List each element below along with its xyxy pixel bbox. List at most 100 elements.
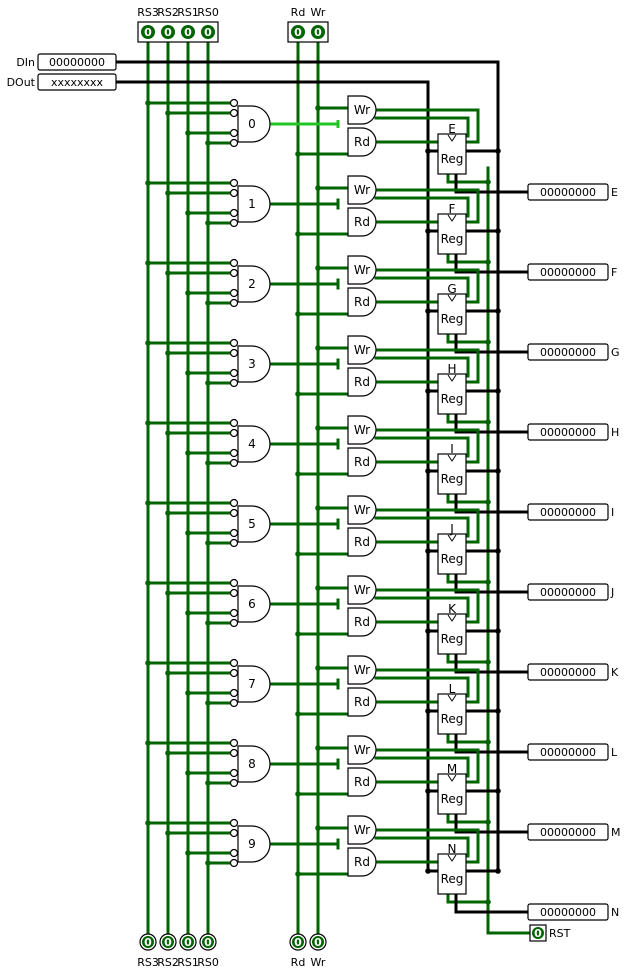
read-gate-label: Rd xyxy=(354,855,370,869)
write-gate-body xyxy=(347,335,377,365)
inverter-bubble xyxy=(229,668,239,678)
wr-feed xyxy=(374,756,470,778)
bottom-pin-rd[interactable]: 0 xyxy=(289,933,307,951)
decoder-gate-label: 0 xyxy=(248,117,256,131)
wire-junction xyxy=(165,670,171,676)
wire-junction xyxy=(185,850,191,856)
read-gate-body xyxy=(347,767,377,797)
top-pin-rs1[interactable]: 0 xyxy=(181,25,195,39)
decoder-gate-label: 8 xyxy=(248,757,256,771)
inverter-bubble xyxy=(229,528,239,538)
write-gate-label: Wr xyxy=(354,183,370,197)
inverter-bubble xyxy=(229,858,239,868)
inverter-bubble xyxy=(229,268,239,278)
register-reset-tap xyxy=(446,492,490,504)
output-pin-box xyxy=(527,743,609,761)
wire-junction xyxy=(145,740,151,746)
output-pin-label: L xyxy=(611,746,618,759)
top-pin-rs3[interactable]: 0 xyxy=(141,25,155,39)
write-enable xyxy=(374,508,480,544)
register-label: Reg xyxy=(441,232,464,246)
inverter-bubble xyxy=(229,578,239,588)
decoder-gate-9: 9 xyxy=(229,818,271,868)
write-gate-2: Wr xyxy=(347,255,377,285)
decoder-gate-0: 0 xyxy=(229,98,271,148)
wire-junction xyxy=(485,179,491,185)
write-gate-body xyxy=(347,815,377,845)
bottom-pin-rs0[interactable]: 0 xyxy=(199,933,217,951)
inverter-bubble xyxy=(229,458,239,468)
inverter-bubble xyxy=(229,818,239,828)
bottom-pin-rs1[interactable]: 0 xyxy=(179,933,197,951)
inverter-bubble xyxy=(229,768,239,778)
bottom-label-rs2: RS2 xyxy=(157,956,179,969)
clock-triangle-icon xyxy=(447,294,457,302)
top-pin-rs2[interactable]: 0 xyxy=(161,25,175,39)
output-pin-label: F xyxy=(611,266,617,279)
read-gate-label: Rd xyxy=(354,695,370,709)
top-pin-wr[interactable]: 0 xyxy=(311,25,325,39)
bottom-pin-wr[interactable]: 0 xyxy=(309,933,327,951)
bottom-pin-rs2[interactable]: 0 xyxy=(159,933,177,951)
wire-junction xyxy=(145,180,151,186)
decoder-gate-label: 2 xyxy=(248,277,256,291)
din-pin[interactable] xyxy=(37,53,117,71)
output-pin-value: 00000000 xyxy=(540,266,596,279)
reset-pin[interactable]: 0 RST xyxy=(529,924,571,942)
wire-junction xyxy=(485,499,491,505)
wire-junction xyxy=(485,259,491,265)
read-gate-label: Rd xyxy=(354,615,370,629)
top-select-pins: 0 0 0 0 0 0 xyxy=(137,21,329,43)
inverter-bubble xyxy=(229,218,239,228)
wire-junction xyxy=(165,830,171,836)
wire-junction xyxy=(205,620,211,626)
register-label: Reg xyxy=(441,552,464,566)
register-output xyxy=(454,734,528,754)
inverter-bubble xyxy=(229,608,239,618)
decoder-gate-body xyxy=(237,505,271,543)
bottom-pin-rs3[interactable]: 0 xyxy=(139,933,157,951)
write-gate-1: Wr xyxy=(347,175,377,205)
wire-junction xyxy=(485,899,491,905)
register-output xyxy=(454,814,528,834)
read-gate-label: Rd xyxy=(354,535,370,549)
inverter-bubble xyxy=(229,298,239,308)
register-output xyxy=(454,894,528,914)
reset-pin-led xyxy=(532,927,544,939)
wire-junction xyxy=(425,788,431,794)
wire-junction xyxy=(205,780,211,786)
output-pin-value: 00000000 xyxy=(540,506,596,519)
top-pin-rd[interactable]: 0 xyxy=(291,25,305,39)
write-gate-6: Wr xyxy=(347,575,377,605)
output-pin-label: N xyxy=(611,906,619,919)
write-gate-label: Wr xyxy=(354,423,370,437)
wire-junction xyxy=(425,548,431,554)
wire-junction xyxy=(145,820,151,826)
read-gate-body xyxy=(347,527,377,557)
output-pin-label: M xyxy=(611,826,621,839)
wire-junction xyxy=(295,711,301,717)
output-pin-box xyxy=(527,663,609,681)
inverter-bubble xyxy=(229,738,239,748)
wire-junction xyxy=(495,228,501,234)
wire-junction xyxy=(205,700,211,706)
read-gate-label: Rd xyxy=(354,135,370,149)
read-gate-label: Rd xyxy=(354,215,370,229)
top-label-rs3: RS3 xyxy=(137,6,159,19)
read-gate-body xyxy=(347,207,377,237)
wire-junction xyxy=(315,105,321,111)
wr-feed xyxy=(374,276,470,298)
top-pin-rs0[interactable]: 0 xyxy=(201,25,215,39)
clock-triangle-icon xyxy=(447,214,457,222)
read-gate-6: Rd xyxy=(347,607,377,637)
decoder-gate-label: 6 xyxy=(248,597,256,611)
write-enable xyxy=(374,188,480,224)
top-pin-rs0-value: 0 xyxy=(204,26,212,39)
decoder-gate-label: 9 xyxy=(248,837,256,851)
